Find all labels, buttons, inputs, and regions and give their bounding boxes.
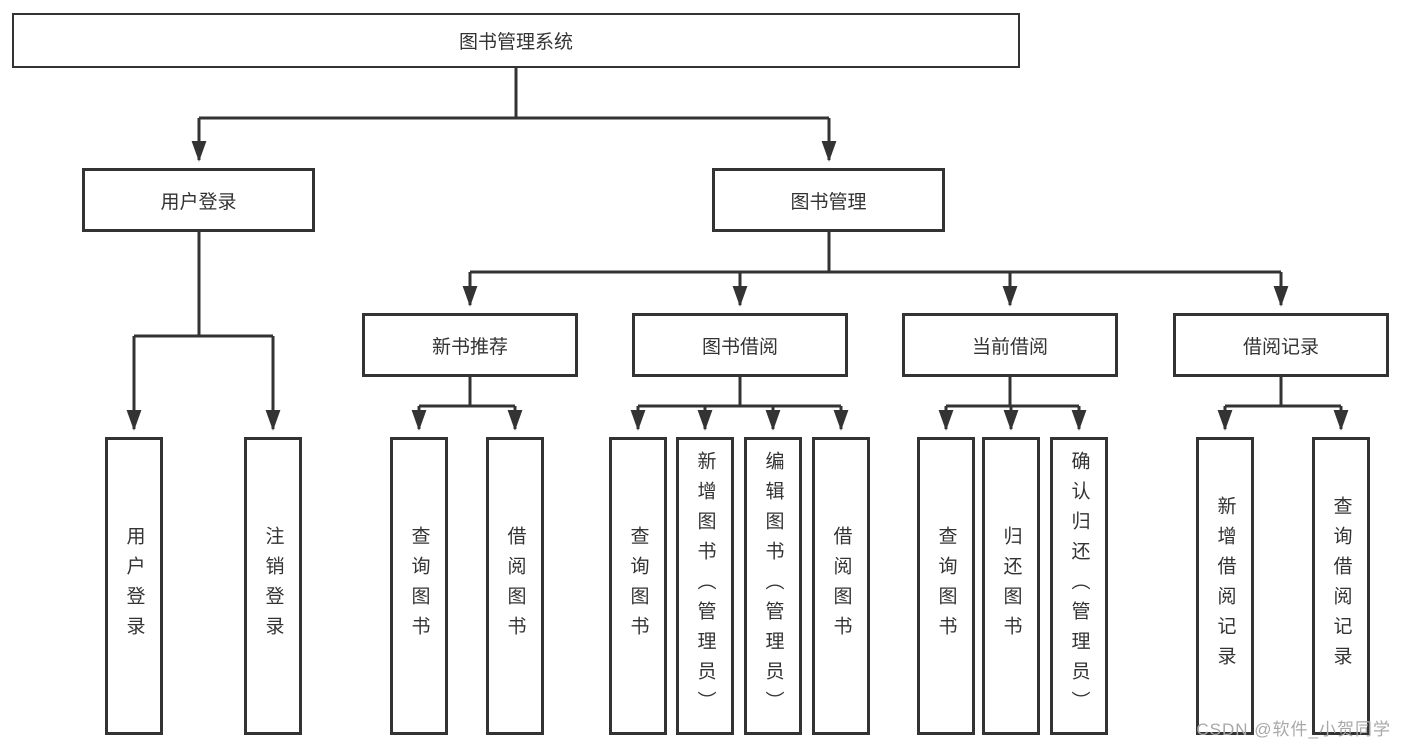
leaf-nbr-query-books-label: 查询图书 (408, 526, 430, 646)
leaf-cb-return-books-label: 归还图书 (1000, 526, 1022, 646)
leaf-bb-borrow-books-label: 借阅图书 (830, 526, 852, 646)
leaf-br-query-record-label: 查询借阅记录 (1330, 496, 1352, 676)
leaf-bb-borrow-books: 借阅图书 (812, 437, 870, 735)
node-book-borrowing-label: 图书借阅 (701, 336, 778, 358)
leaf-nbr-borrow-books: 借阅图书 (486, 437, 544, 735)
node-root-label: 图书管理系统 (458, 32, 573, 53)
leaf-br-add-record-label: 新增借阅记录 (1214, 496, 1236, 676)
node-root-system: 图书管理系统 (12, 13, 1020, 68)
leaf-bb-add-books: 新增图书（管理员） (676, 437, 734, 735)
node-user-login-label: 用户登录 (160, 191, 237, 213)
leaf-br-add-record: 新增借阅记录 (1196, 437, 1254, 735)
leaf-bb-add-books-label: 新增图书（管理员） (694, 451, 716, 721)
leaf-bb-query-books: 查询图书 (609, 437, 667, 735)
node-book-management-label: 图书管理 (790, 191, 867, 213)
node-book-borrowing: 图书借阅 (632, 313, 848, 377)
leaf-cb-confirm-return: 确认归还（管理员） (1050, 437, 1108, 735)
leaf-logout-label: 注销登录 (262, 526, 284, 646)
node-current-borrowing: 当前借阅 (902, 313, 1118, 377)
leaf-bb-edit-books-label: 编辑图书（管理员） (762, 451, 784, 721)
leaf-cb-query-books-label: 查询图书 (935, 526, 957, 646)
leaf-bb-edit-books: 编辑图书（管理员） (744, 437, 802, 735)
leaf-nbr-query-books: 查询图书 (390, 437, 448, 735)
leaf-br-query-record: 查询借阅记录 (1312, 437, 1370, 735)
node-borrowing-records-label: 借阅记录 (1242, 336, 1319, 358)
csdn-watermark: CSDN @软件_小贺同学 (1196, 720, 1391, 739)
leaf-cb-return-books: 归还图书 (982, 437, 1040, 735)
node-new-book-recommend-label: 新书推荐 (431, 336, 508, 358)
leaf-user-login: 用户登录 (105, 437, 163, 735)
node-new-book-recommend: 新书推荐 (362, 313, 578, 377)
leaf-cb-confirm-return-label: 确认归还（管理员） (1068, 451, 1090, 721)
leaf-bb-query-books-label: 查询图书 (627, 526, 649, 646)
node-borrowing-records: 借阅记录 (1173, 313, 1389, 377)
node-book-management: 图书管理 (712, 168, 945, 232)
leaf-logout: 注销登录 (244, 437, 302, 735)
leaf-nbr-borrow-books-label: 借阅图书 (504, 526, 526, 646)
leaf-user-login-label: 用户登录 (123, 526, 145, 646)
node-user-login: 用户登录 (82, 168, 315, 232)
node-current-borrowing-label: 当前借阅 (971, 336, 1048, 358)
leaf-cb-query-books: 查询图书 (917, 437, 975, 735)
